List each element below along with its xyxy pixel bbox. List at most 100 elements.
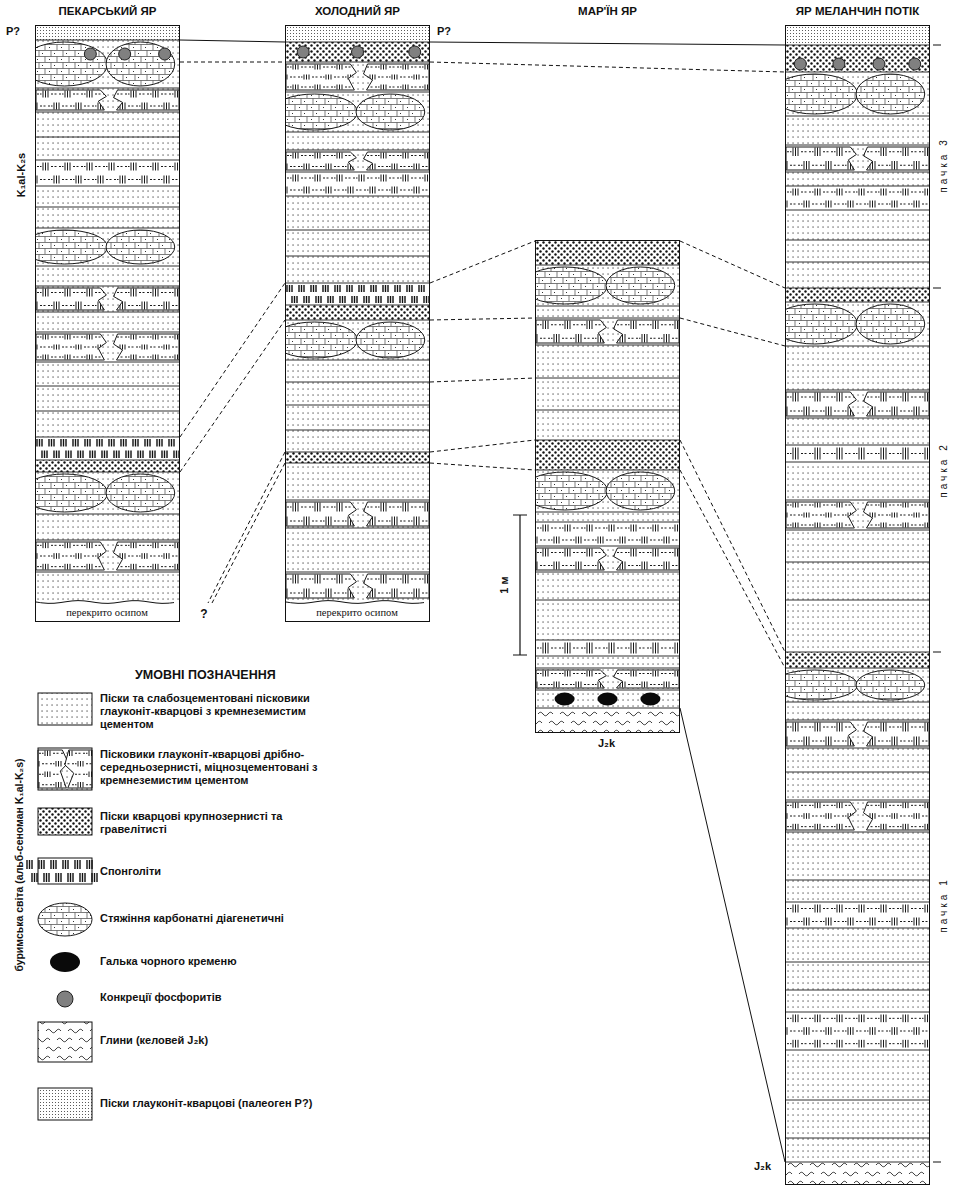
- lithology-fill: [286, 42, 429, 62]
- lens-outline: [286, 152, 356, 170]
- symbol-border: [38, 858, 92, 884]
- lens-outline: [364, 152, 429, 170]
- correlation-line: [680, 318, 785, 346]
- lens-outline: [614, 548, 679, 570]
- section-column: ЯР МЕЛАНЧИН ПОТІК: [785, 25, 930, 1185]
- lens-outline: [114, 90, 179, 110]
- lithology-fill: [286, 26, 429, 42]
- lithology-fill: [536, 656, 679, 668]
- legend-item: Піски та слабозцементовані пісковики гла…: [100, 692, 340, 731]
- sandstone-lens: [786, 145, 929, 172]
- sandstone-lens: [786, 145, 929, 172]
- correlation-line: [680, 708, 785, 1162]
- lithology-fill: [286, 230, 429, 256]
- lithology-fill: [786, 832, 929, 880]
- layer-boundary: [536, 265, 679, 708]
- legend-text: Спонголіти: [100, 865, 340, 878]
- lithology-fill: [36, 266, 179, 286]
- lithology-fill: [786, 288, 929, 302]
- section-column: МАР'ЇН ЯР: [535, 240, 680, 733]
- lithology-fill: [286, 360, 429, 382]
- layer-boundary: [786, 45, 929, 1162]
- lithology-fill: [786, 990, 929, 1012]
- lens-outline: [364, 64, 429, 90]
- column-title: ПЕКАРСЬКИЙ ЯР: [59, 4, 157, 18]
- phosphorite-nodule: [297, 46, 309, 58]
- lithology-fill: [536, 241, 679, 265]
- label-anchor: пачка 3: [938, 137, 950, 192]
- carbonate-concretion: [286, 94, 358, 130]
- lens-outline: [536, 320, 606, 343]
- sandstone-pattern: [786, 1015, 929, 1048]
- legend-symbol: [38, 693, 92, 725]
- sandstone-lens: [786, 390, 929, 418]
- legend-symbol: [17, 748, 103, 790]
- legend-item: Стяжіння карбонатні діагенетичні: [100, 912, 340, 925]
- lithology-fill: [786, 1162, 929, 1184]
- lens-outline: [786, 502, 856, 528]
- sandstone-lens: [536, 318, 679, 345]
- legend-symbol: [38, 808, 92, 835]
- symbol-border: [38, 693, 92, 725]
- label-anchor: J₂k: [754, 1160, 771, 1173]
- scree-boundary: [36, 601, 174, 604]
- sandstone-lens: [536, 546, 679, 572]
- sandstone-lens: [786, 390, 929, 418]
- carbonate-concretion: [36, 230, 108, 264]
- lithology-fill: [38, 1022, 92, 1062]
- lithology-fill: [786, 530, 929, 562]
- lithology-fill: [36, 600, 179, 621]
- label-anchor: пачка 2: [938, 442, 950, 497]
- sandstone-lens: [786, 500, 929, 530]
- lithology-fill: [786, 772, 929, 800]
- lithology-fill: [286, 452, 429, 463]
- member-label: пачка 3: [938, 137, 950, 192]
- sandstone-lens: [286, 150, 429, 172]
- lithology-fill: [536, 690, 679, 708]
- correlation-line: [430, 378, 535, 382]
- carbonate-concretion: [856, 74, 925, 114]
- lens-outline: [286, 574, 356, 598]
- label-anchor: УМОВНІ ПОЗНАЧЕННЯ: [135, 668, 276, 683]
- sandstone-pattern: [286, 175, 429, 194]
- carbonate-concretion: [856, 304, 925, 344]
- sandstone-pattern: [786, 189, 929, 208]
- lens-outline: [36, 542, 106, 570]
- legend-item: Галька чорного кременю: [100, 955, 340, 968]
- lens-outline: [786, 802, 856, 830]
- carbonate-concretion: [786, 304, 858, 344]
- legend-text: Глини (келовей J₂k): [100, 1034, 340, 1047]
- lithology-fill: [286, 405, 429, 430]
- carbonate-concretion: [106, 230, 175, 264]
- phosphorite-nodule: [57, 991, 73, 1007]
- lens-outline: [614, 320, 679, 343]
- correlation-line: [430, 62, 785, 72]
- lithology-fill: [36, 186, 179, 207]
- label-anchor: перекрито осипом: [66, 606, 148, 619]
- lithology-fill: [536, 600, 679, 640]
- sandstone-lens: [286, 62, 429, 92]
- lens-outline: [286, 64, 356, 90]
- lens-outline: [864, 502, 929, 528]
- stratigraphic-index: J₂k: [754, 1160, 771, 1173]
- stratigraphic-index: J₂k: [598, 737, 615, 750]
- label-anchor: K₁al-K₂s: [15, 153, 28, 197]
- legend-symbol: [38, 903, 92, 936]
- label-anchor: 1 м: [498, 576, 511, 593]
- lens-outline: [114, 542, 179, 570]
- sandstone-lens: [536, 668, 679, 690]
- sandstone-lens: [286, 500, 429, 528]
- member-boundary-tick: [933, 45, 941, 1162]
- lithology-fill: [36, 572, 179, 600]
- correlation-line: [430, 440, 535, 452]
- lithology-column: [36, 26, 179, 621]
- carbonate-concretion: [36, 42, 108, 86]
- lens-outline: [536, 670, 606, 688]
- phosphorite-nodule: [909, 58, 921, 70]
- lens-outline: [536, 548, 606, 570]
- correlation-line: [180, 283, 285, 437]
- lithology-fill: [786, 562, 929, 600]
- carbonate-concretion: [606, 472, 675, 510]
